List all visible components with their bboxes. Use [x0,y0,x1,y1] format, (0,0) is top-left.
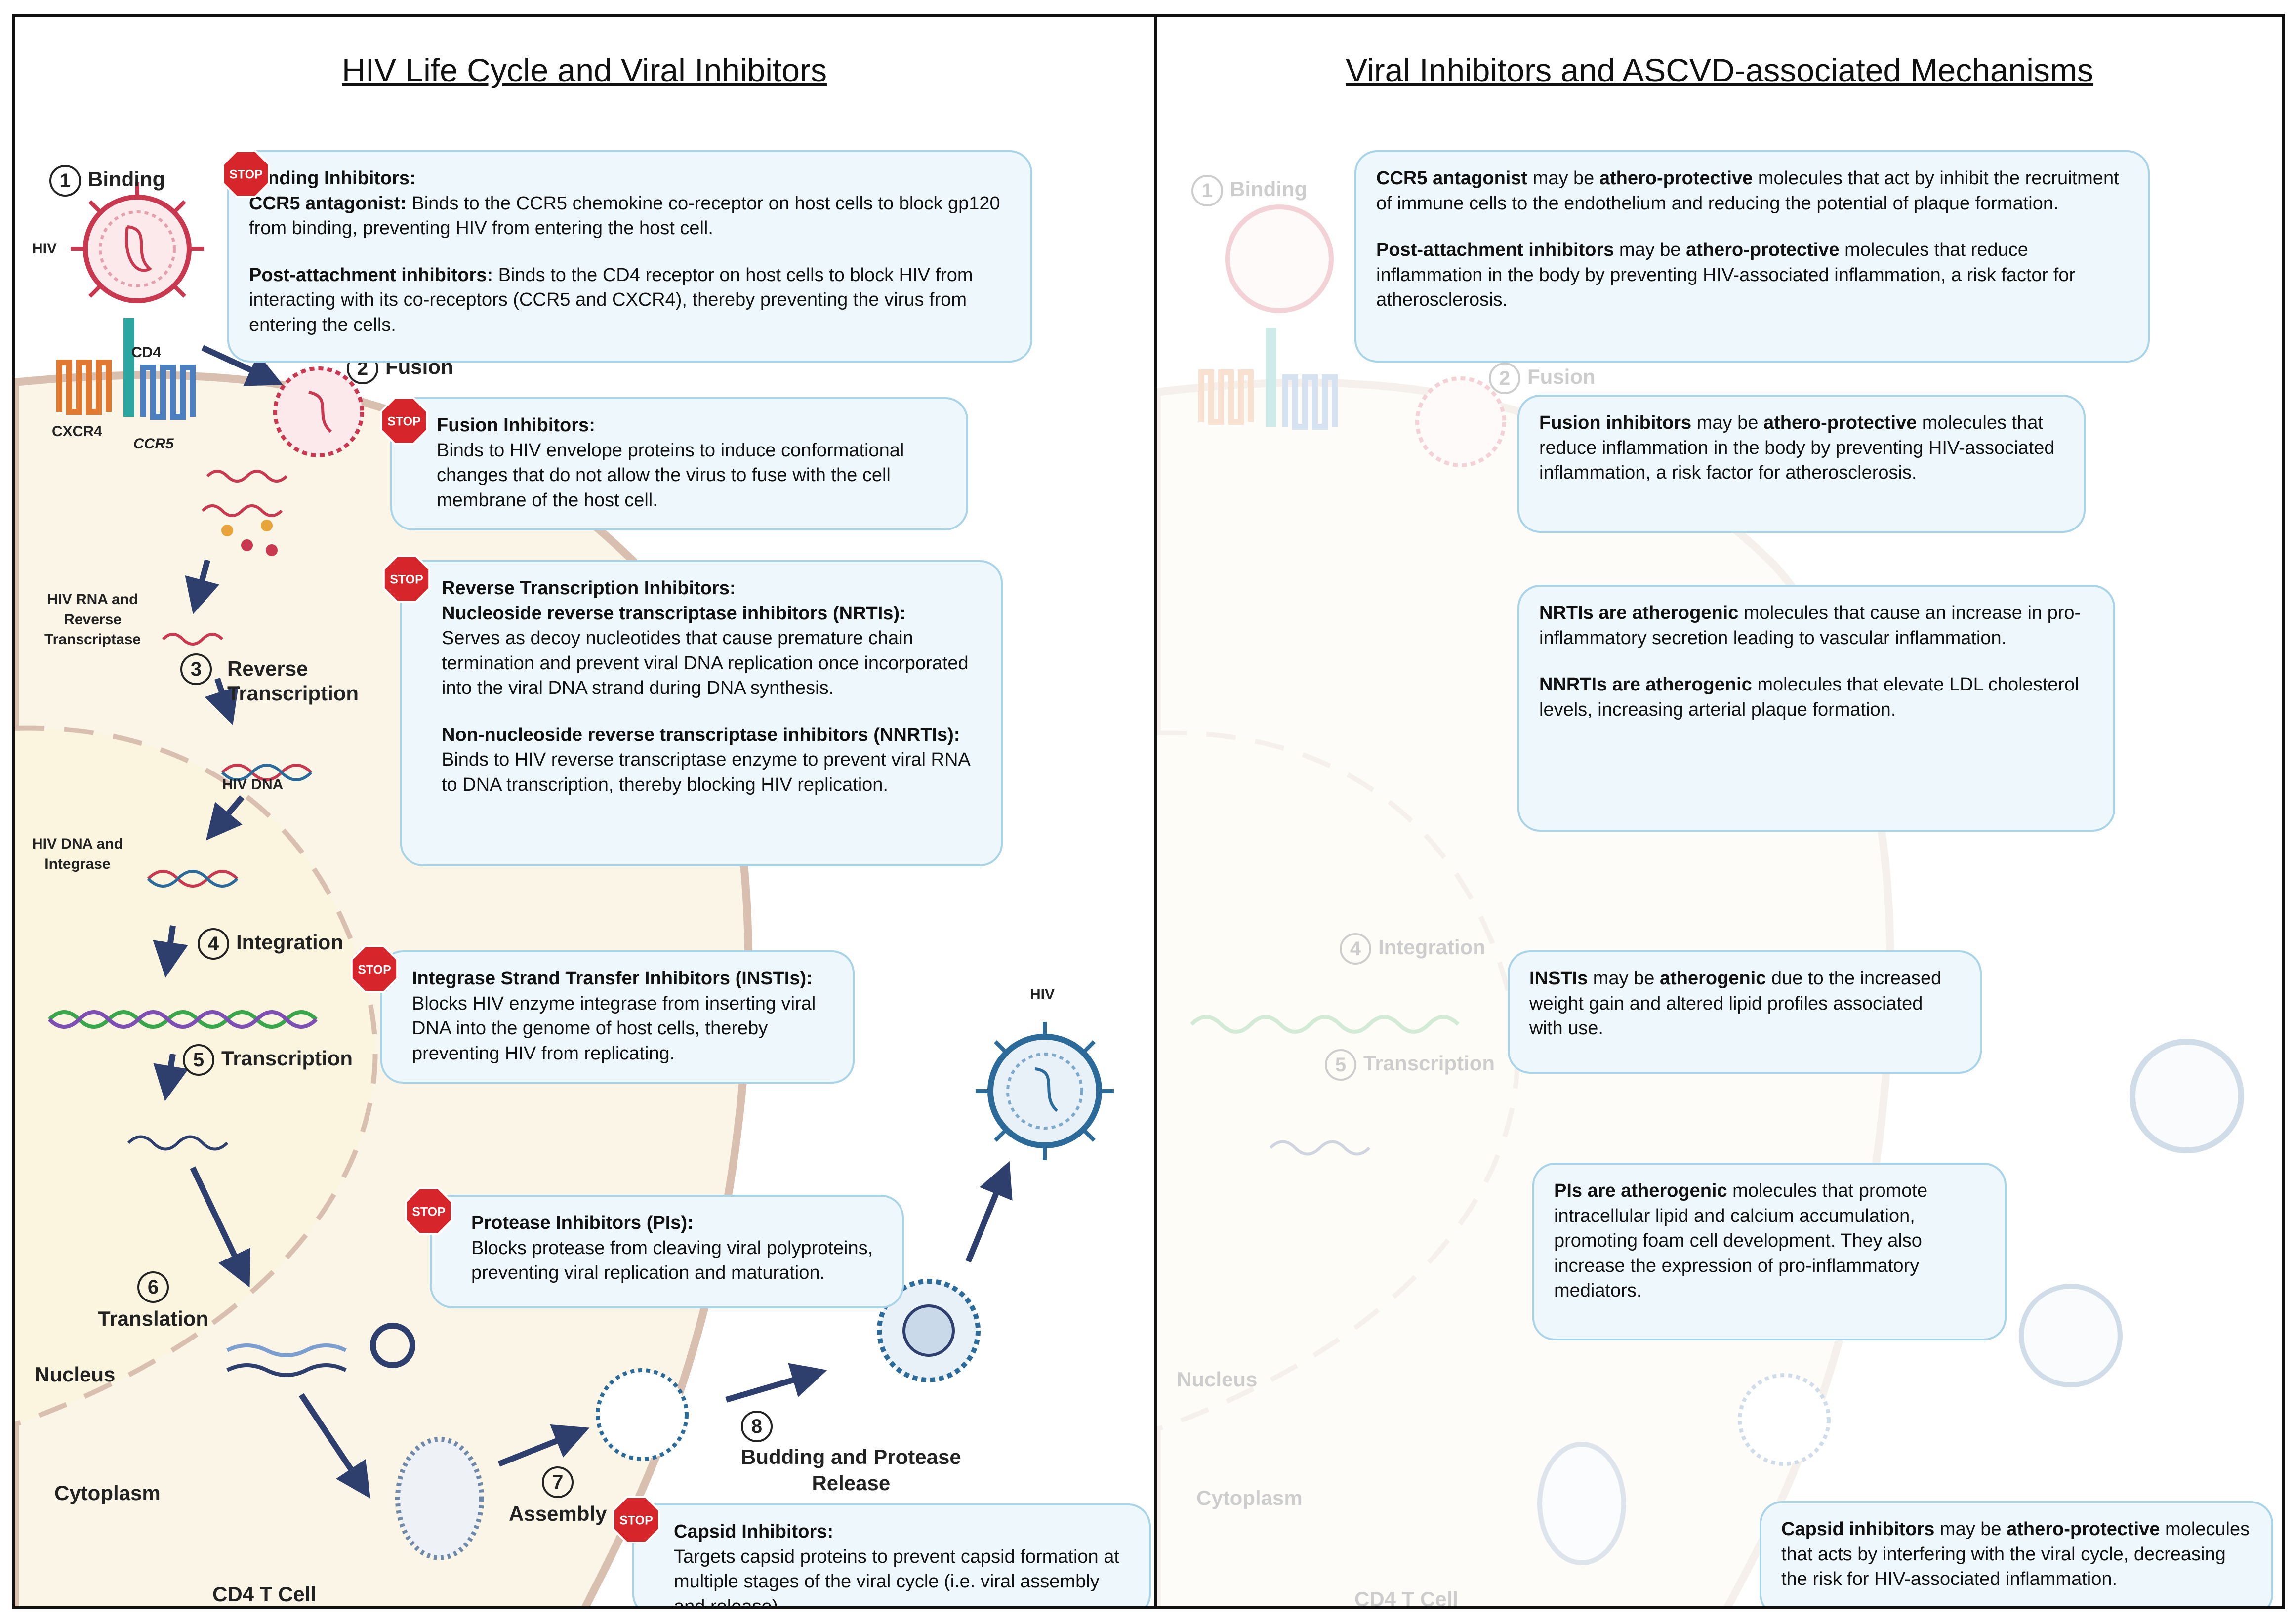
label-hiv-released: HIV [1030,986,1055,1003]
box-binding-inhibitors: Binding Inhibitors:CCR5 antagonist: Bind… [227,150,1032,363]
flow-arrows [153,345,1013,1499]
assembly-virion [596,1368,689,1461]
label-cd4: CD4 [131,344,162,361]
stop-sign-icon: STOP [380,397,428,445]
box-ascvd-fusion: Fusion inhibitors may be athero-protecti… [1517,395,2086,533]
cd4-receptor [123,318,134,417]
stop-sign-text: STOP [229,168,263,182]
box-rt-inhibitors: Reverse Transcription Inhibitors:Nucleos… [400,560,1003,866]
label-hiv-dna: HIV DNA [222,776,284,793]
stop-sign-icon: STOP [222,150,270,198]
nucleus-boundary [15,725,378,1427]
stop-sign-icon: STOP [405,1187,452,1235]
label-hiv-rna: HIV RNA and Reverse Transcriptase [44,591,141,648]
hiv-virus-fusion [273,366,364,457]
mrna [127,1135,229,1151]
hiv-virus-binding [71,182,204,303]
box-protease-inhibitors: Protease Inhibitors (PIs):Blocks proteas… [430,1195,904,1308]
box-ascvd-capsid: Capsid inhibitors may be athero-protecti… [1760,1501,2273,1606]
label-cytoplasm: Cytoplasm [54,1481,161,1504]
box-ascvd-insti: INSTIs may be atherogenic due to the inc… [1508,950,1982,1074]
viral-rna [206,470,288,483]
left-panel-title: HIV Life Cycle and Viral Inhibitors [342,52,827,88]
box-ascvd-rt: NRTIs are atherogenic molecules that cau… [1517,585,2115,832]
stop-sign-text: STOP [358,963,391,977]
label-hiv-dna-integrase: HIV DNA and Integrase [32,836,123,872]
box-ascvd-binding: CCR5 antagonist may be athero-protective… [1354,150,2150,363]
label-ccr5: CCR5 [133,436,174,452]
box-insti-inhibitors: Integrase Strand Transfer Inhibitors (IN… [380,950,855,1084]
stop-sign-text: STOP [619,1514,653,1528]
right-panel-title: Viral Inhibitors and ASCVD-associated Me… [1346,52,2093,88]
label-nucleus: Nucleus [35,1363,116,1386]
label-cxcr4: CXCR4 [52,423,102,440]
stop-sign-text: STOP [387,415,421,429]
ccr5-receptor [140,365,196,420]
box-capsid-inhibitors: Capsid Inhibitors:Targets capsid protein… [632,1503,1151,1606]
stop-sign-text: STOP [390,573,423,587]
label-hiv: HIV [32,241,57,257]
immature-virion [395,1437,484,1560]
budding-virion [877,1279,981,1382]
stop-sign-text: STOP [412,1205,446,1219]
box-fusion-inhibitors: Fusion Inhibitors:Binds to HIV envelope … [390,397,968,530]
label-cd4-t-cell: CD4 T Cell [212,1583,317,1606]
stop-sign-icon: STOP [613,1496,660,1543]
cxcr4-receptor [56,360,112,415]
box-ascvd-pi: PIs are atherogenic molecules that promo… [1532,1163,2007,1340]
hiv-dna [221,764,313,781]
host-genome [48,1010,318,1029]
stop-sign-icon: STOP [351,945,398,993]
stop-sign-icon: STOP [383,555,430,603]
released-virion [976,1022,1114,1160]
